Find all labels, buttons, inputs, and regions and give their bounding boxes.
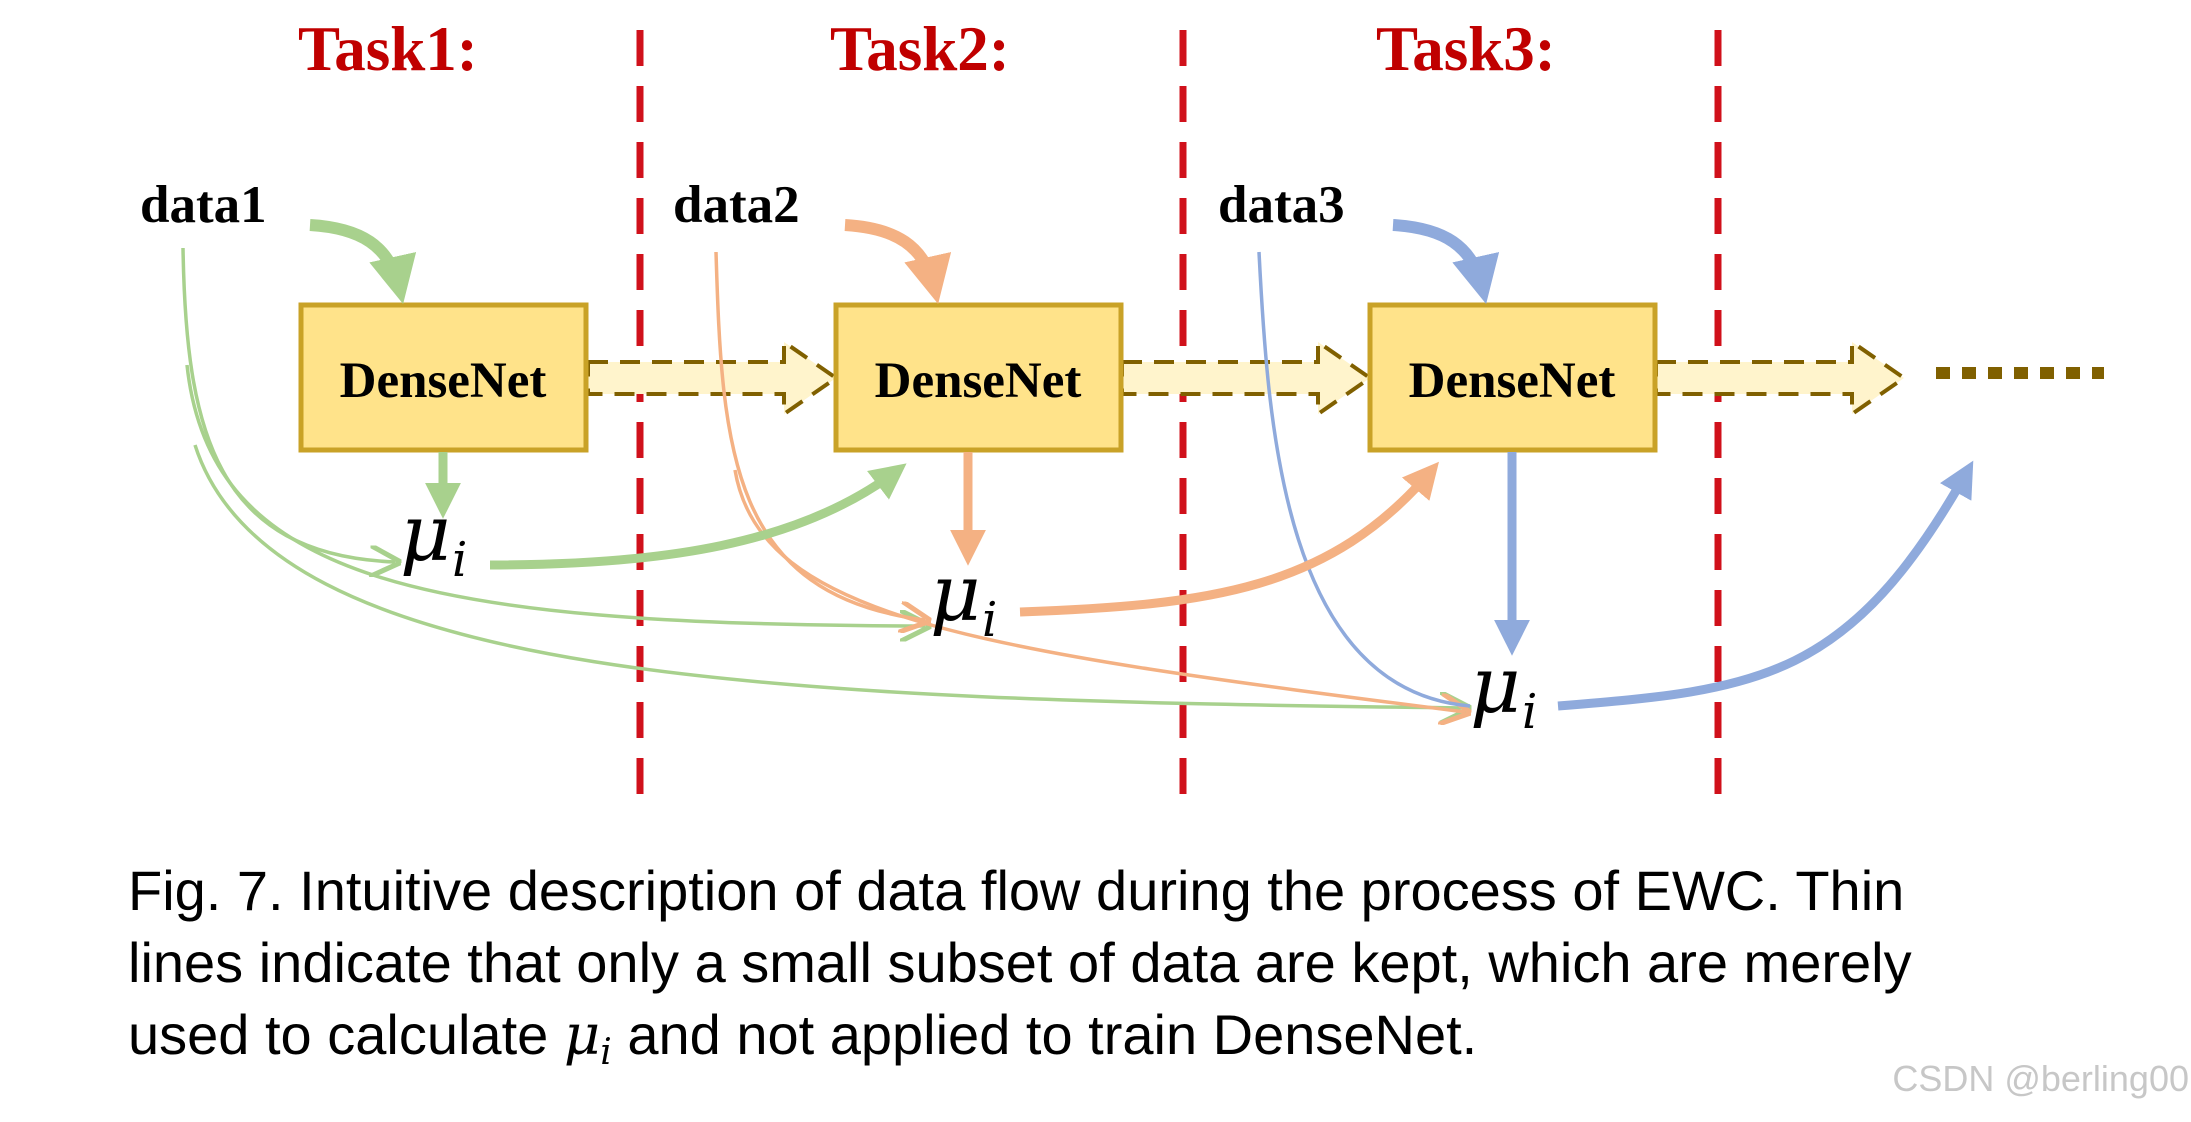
caption-mu-symbol: μi xyxy=(563,1003,612,1073)
caption-line-3: used to calculate μi and not applied to … xyxy=(128,999,2138,1089)
data1-thin-line-to-mu3 xyxy=(193,444,1465,708)
task2-title: Task2: xyxy=(830,14,1010,84)
mu1-to-densenet2-arrow xyxy=(489,463,907,570)
data2-thin-line-to-mu3 xyxy=(733,469,1465,712)
task2-data-label: data2 xyxy=(673,176,800,234)
data2-thin-line-to-mu2 xyxy=(714,251,925,620)
transfer-arrow-3 xyxy=(1654,338,1908,418)
densenet-label-1: DenseNet xyxy=(340,353,547,409)
caption-line-3-start: used to calculate xyxy=(128,1003,549,1066)
transfer-arrow-2 xyxy=(1120,338,1374,418)
data3-to-densenet-arrow xyxy=(1392,219,1500,305)
task1-title: Task1: xyxy=(298,14,478,84)
caption-line-3-end: and not applied to train DenseNet. xyxy=(627,1003,1478,1066)
mu-symbol-1: μ xyxy=(400,489,451,579)
figure-caption: Fig. 7. Intuitive description of data fl… xyxy=(128,855,2138,1089)
mu-subscript-2: i xyxy=(982,592,997,648)
mu-subscript-1: i xyxy=(452,532,467,588)
transfer-arrow-1 xyxy=(586,338,840,418)
mu-subscript-3: i xyxy=(1522,684,1537,740)
mu3-to-next-task-arrow xyxy=(1557,460,1974,711)
caption-line-1: Fig. 7. Intuitive description of data fl… xyxy=(128,859,1905,922)
densenet-box-2: DenseNet xyxy=(833,302,1124,453)
mu-label-2: μ i xyxy=(930,549,997,648)
mu-label-3: μ i xyxy=(1470,641,1537,740)
data1-thin-line-to-mu2 xyxy=(185,364,925,626)
task3-data-label: data3 xyxy=(1218,176,1345,234)
data1-to-densenet-arrow xyxy=(309,219,417,305)
transfer-arrows xyxy=(586,338,2104,418)
mu-symbol-2: μ xyxy=(930,549,981,639)
task1-data-label: data1 xyxy=(140,176,267,234)
densenet-box-1: DenseNet xyxy=(298,302,589,453)
task-dividers xyxy=(636,30,1722,800)
caption-line-2: lines indicate that only a small subset … xyxy=(128,931,1912,994)
data2-to-densenet-arrow xyxy=(844,219,952,305)
task3-title: Task3: xyxy=(1376,14,1556,84)
mu-symbol-3: μ xyxy=(1470,641,1521,731)
thin-data-lines xyxy=(181,247,1471,712)
mu-label-1: μ i xyxy=(400,489,467,588)
csdn-watermark: CSDN @berling00 xyxy=(1892,1058,2189,1099)
densenet-label-2: DenseNet xyxy=(875,353,1082,409)
densenet-box-3: DenseNet xyxy=(1367,302,1658,453)
mu2-to-densenet3-arrow xyxy=(1019,461,1439,617)
data3-thin-line-to-mu3 xyxy=(1257,251,1471,708)
densenet-label-3: DenseNet xyxy=(1409,353,1616,409)
